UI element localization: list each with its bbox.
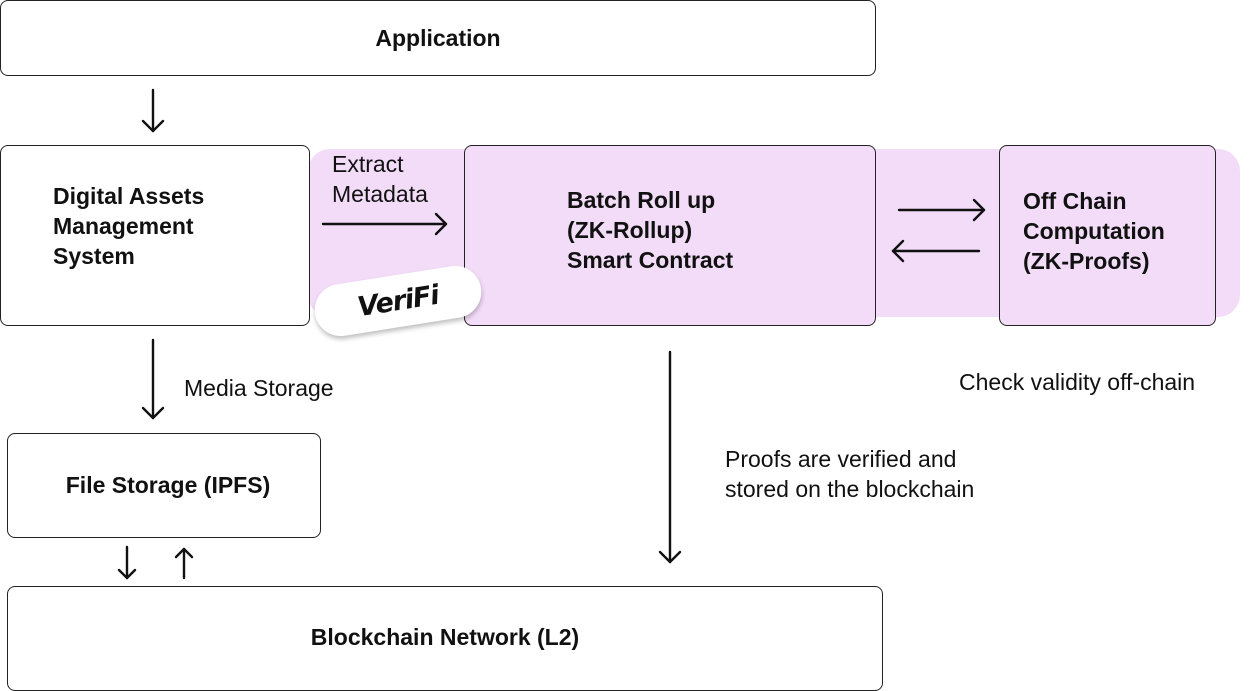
application-label: Application	[375, 25, 501, 51]
arrow-application-to-dams	[141, 88, 165, 133]
extract-metadata-label: Extract Metadata	[332, 151, 428, 207]
off-chain-label: Off Chain Computation (ZK-Proofs)	[1023, 188, 1165, 274]
arrow-batch-to-offchain	[897, 198, 986, 222]
media-storage-label: Media Storage	[184, 375, 334, 401]
dams-box	[0, 145, 310, 326]
arrow-extract-metadata	[321, 212, 448, 236]
file-storage-label: File Storage (IPFS)	[65, 472, 271, 498]
application-box	[0, 0, 876, 76]
file-storage-box	[7, 433, 321, 538]
arrow-batch-to-blockchain	[658, 350, 682, 564]
proofs-verified-label: Proofs are verified and stored on the bl…	[725, 446, 975, 502]
batch-rollup-box	[464, 145, 876, 326]
off-chain-box	[999, 145, 1216, 326]
dams-label: Digital Assets Management System	[53, 183, 205, 269]
verifi-logo-text: VeriFi	[355, 279, 441, 323]
arrow-offchain-to-batch	[891, 239, 981, 263]
arrow-blockchain-to-file-storage	[174, 547, 194, 580]
blockchain-box	[7, 586, 883, 691]
batch-rollup-label: Batch Roll up (ZK-Rollup) Smart Contract	[567, 187, 734, 273]
arrow-file-storage-to-blockchain	[117, 545, 137, 580]
blockchain-label: Blockchain Network (L2)	[310, 624, 580, 650]
arrow-dams-to-file-storage	[141, 338, 165, 420]
check-validity-label: Check validity off-chain	[959, 369, 1196, 395]
